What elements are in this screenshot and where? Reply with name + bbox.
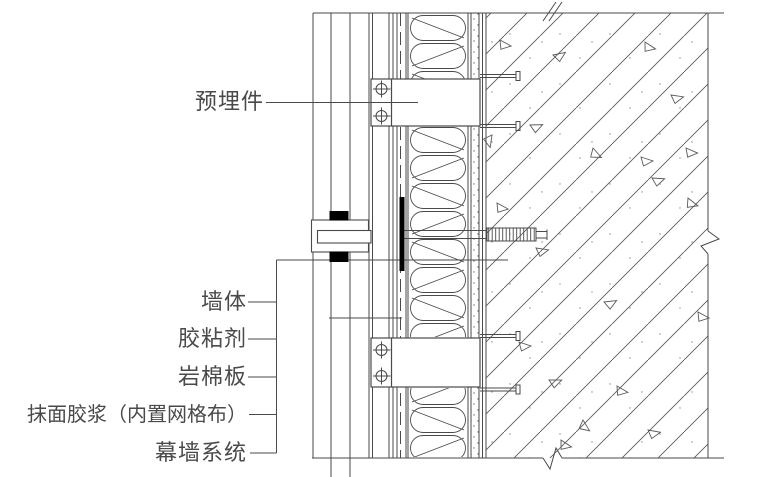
label-adhesive: 胶粘剂	[177, 326, 247, 351]
seal-bar	[399, 197, 405, 271]
label-curtain-wall-system: 幕墙系统	[154, 440, 247, 465]
insulation-anchor-bolt	[404, 227, 548, 242]
break-lines	[312, 1, 724, 471]
layer-callout-leader	[248, 259, 508, 454]
rock-wool-board	[407, 13, 469, 458]
label-wall: 墙体	[200, 289, 247, 314]
bolt-symbol	[373, 341, 391, 385]
gasket-upper	[329, 211, 349, 221]
joint-tongue	[316, 229, 372, 244]
label-plaster-with-mesh: 抹面胶浆（内置网格布）	[27, 404, 247, 426]
anchor-thread	[486, 227, 537, 242]
panel-stack-joint	[310, 211, 372, 262]
bracket-anchor-ties	[480, 71, 521, 395]
label-rock-wool-board: 岩棉板	[177, 364, 247, 389]
gasket-lower	[329, 251, 349, 262]
label-embedded-part: 预埋件	[194, 89, 264, 114]
embedded-bracket-lower	[370, 337, 481, 388]
bolt-symbol	[373, 80, 391, 125]
concrete-wall-region	[482, 13, 711, 458]
